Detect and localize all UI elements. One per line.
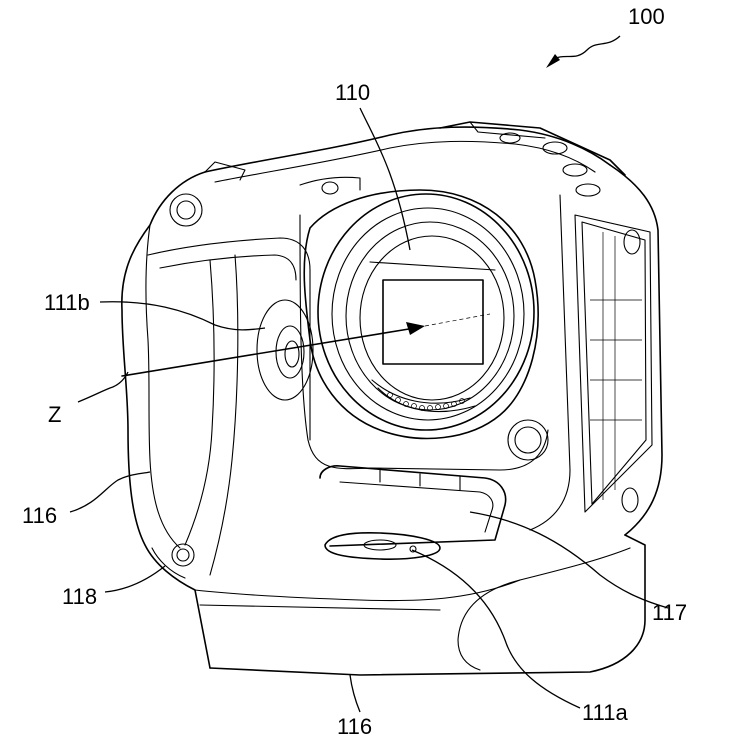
optical-axis (121, 313, 491, 377)
reference-labels: 100 110 111b Z 116 118 117 116 111a (22, 4, 687, 739)
label-116-lower: 116 (337, 714, 372, 739)
label-111a: 111a (582, 700, 628, 725)
grip (121, 161, 521, 669)
label-111b: 111b (44, 290, 90, 315)
reference-arrow-100 (546, 35, 621, 68)
lens-mount (299, 176, 549, 471)
camera-body (204, 121, 663, 676)
leader-lines (69, 107, 669, 713)
label-117: 117 (652, 600, 687, 625)
label-118: 118 (62, 584, 97, 609)
label-z: Z (48, 402, 61, 427)
image-sensor (382, 279, 484, 365)
grip-member (319, 465, 507, 560)
label-116-upper: 116 (22, 503, 57, 528)
label-110: 110 (335, 80, 370, 105)
label-100: 100 (628, 4, 665, 29)
